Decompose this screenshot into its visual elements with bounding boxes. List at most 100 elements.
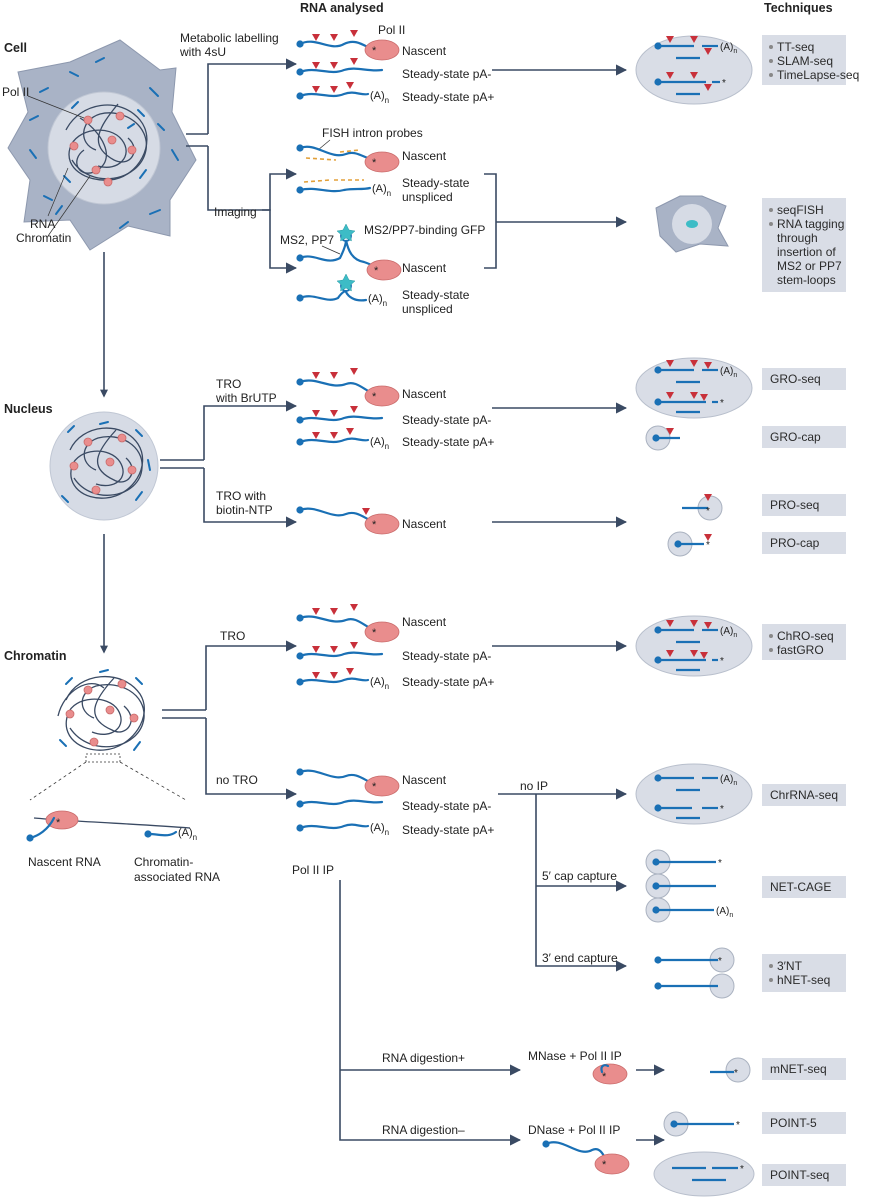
tech-rna-tagging-4: MS2 or PP7 bbox=[777, 259, 842, 273]
svg-text:*: * bbox=[736, 1120, 740, 1131]
imaging-label: Imaging bbox=[214, 205, 257, 219]
label-chromatin: Chromatin bbox=[4, 649, 67, 663]
no-tro-rna-group: * (A)n bbox=[296, 768, 400, 837]
chrtro-ss-pa-plus: Steady-state pA+ bbox=[402, 675, 494, 689]
tech-seqfish: seqFISH bbox=[777, 203, 824, 217]
tro-biotin-label-1: TRO with bbox=[216, 489, 266, 503]
metabolic-pol2-label: Pol II bbox=[378, 23, 405, 37]
tech-3nt: 3′NT bbox=[777, 959, 803, 973]
cap5-label: 5′ cap capture bbox=[542, 869, 617, 883]
tro-biotin-label-2: biotin-NTP bbox=[216, 503, 273, 517]
mnase-pol2: * bbox=[592, 1063, 628, 1085]
svg-text:(A)n: (A)n bbox=[720, 366, 737, 379]
label-cell: Cell bbox=[4, 41, 27, 55]
header-rna-analysed: RNA analysed bbox=[300, 1, 384, 15]
dnase-label: DNase + Pol II IP bbox=[528, 1123, 620, 1137]
tro-brutp-rna-group: * (A)n bbox=[296, 368, 400, 451]
notro-nascent: Nascent bbox=[402, 773, 447, 787]
tro-brutp-label-1: TRO bbox=[216, 377, 241, 391]
tech-pro-cap: PRO-cap bbox=[770, 536, 820, 550]
chromatin-polya: (A)n bbox=[178, 827, 197, 842]
gro-seq-ellipse: (A)n * bbox=[635, 357, 753, 419]
imaging-cell-icon bbox=[655, 195, 729, 253]
label-nucleus: Nucleus bbox=[4, 402, 53, 416]
chromatin-illustration: * bbox=[26, 669, 191, 842]
tech-point-seq: POINT-seq bbox=[770, 1168, 829, 1182]
fish-probes-label: FISH intron probes bbox=[322, 126, 423, 140]
metabolic-rna-group: * (A)n bbox=[296, 30, 400, 105]
svg-text:*: * bbox=[372, 391, 377, 403]
pro-seq-bead: * bbox=[682, 494, 723, 521]
point-seq-box bbox=[762, 1164, 846, 1186]
tech-pro-seq: PRO-seq bbox=[770, 498, 819, 512]
pro-seq-box bbox=[762, 494, 846, 516]
tro-label: TRO bbox=[220, 629, 245, 643]
metabolic-ss-pa-plus: Steady-state pA+ bbox=[402, 90, 494, 104]
ms2-pp7-label: MS2, PP7 bbox=[280, 233, 334, 247]
brutp-ss-pa-plus: Steady-state pA+ bbox=[402, 435, 494, 449]
svg-text:*: * bbox=[720, 656, 724, 667]
tech-rna-tagging-2: through bbox=[777, 231, 818, 245]
point5-bead: * bbox=[663, 1111, 740, 1137]
metabolic-tech-box bbox=[762, 35, 846, 85]
end3-label: 3′ end capture bbox=[542, 951, 618, 965]
svg-text:*: * bbox=[706, 540, 710, 551]
pro-cap-box bbox=[762, 532, 846, 554]
chrrna-seq-box bbox=[762, 784, 846, 806]
svg-text:*: * bbox=[372, 627, 377, 639]
cap5-beads: * (A)n bbox=[645, 849, 733, 923]
tech-chro-seq: ChRO-seq bbox=[777, 629, 834, 643]
notro-ss-pa-plus: Steady-state pA+ bbox=[402, 823, 494, 837]
mnet-bead: * bbox=[710, 1057, 751, 1083]
chrtro-ss-pa-minus: Steady-state pA- bbox=[402, 649, 491, 663]
svg-text:(A)n: (A)n bbox=[720, 42, 737, 55]
header-techniques: Techniques bbox=[764, 1, 833, 15]
mnet-seq-box bbox=[762, 1058, 846, 1080]
cell-pol2-label: Pol II bbox=[2, 85, 29, 99]
pol2-ip-label: Pol II IP bbox=[292, 863, 334, 877]
imaging-nascent-1: Nascent bbox=[402, 149, 447, 163]
tech-tt-seq: TT-seq bbox=[777, 40, 814, 54]
tech-rna-tagging-3: insertion of bbox=[777, 245, 836, 259]
net-cage-box bbox=[762, 876, 846, 898]
tech-rna-tagging-5: stem-loops bbox=[777, 273, 836, 287]
svg-text:*: * bbox=[720, 804, 724, 815]
tech-timelapse-seq: TimeLapse-seq bbox=[777, 68, 859, 82]
svg-text:*: * bbox=[602, 1071, 607, 1083]
svg-text:*: * bbox=[372, 157, 377, 169]
tech-slam-seq: SLAM-seq bbox=[777, 54, 833, 68]
svg-text:*: * bbox=[372, 45, 377, 57]
svg-text:(A)n: (A)n bbox=[372, 183, 391, 198]
svg-text:*: * bbox=[718, 956, 722, 967]
tro-brutp-label-2: with BrUTP bbox=[215, 391, 277, 405]
tech-mnet-seq: mNET-seq bbox=[770, 1062, 827, 1076]
end3-beads: * bbox=[654, 947, 735, 999]
chromatin-tro-rna-group: * (A)n bbox=[296, 604, 400, 691]
imaging-ss-2: Steady-state bbox=[402, 288, 470, 302]
tech-gro-cap: GRO-cap bbox=[770, 430, 821, 444]
tech-hnet-seq: hNET-seq bbox=[777, 973, 830, 987]
dnase-pol2: * bbox=[542, 1140, 630, 1175]
svg-text:(A)n: (A)n bbox=[716, 906, 733, 919]
svg-text:*: * bbox=[722, 78, 726, 89]
digest-plus-label: RNA digestion+ bbox=[382, 1051, 465, 1065]
chrtro-nascent: Nascent bbox=[402, 615, 447, 629]
tech-chrrna-seq: ChrRNA-seq bbox=[770, 788, 838, 802]
metabolic-label-1: Metabolic labelling bbox=[180, 31, 279, 45]
no-ip-label: no IP bbox=[520, 779, 548, 793]
imaging-nascent-2: Nascent bbox=[402, 261, 447, 275]
imaging-unspliced-1: unspliced bbox=[402, 190, 453, 204]
imaging-ss-1: Steady-state bbox=[402, 176, 470, 190]
tech-fastgro: fastGRO bbox=[777, 643, 824, 657]
nucleus-illustration bbox=[49, 411, 159, 521]
end3-tech-box bbox=[762, 954, 846, 992]
svg-text:(A)n: (A)n bbox=[370, 90, 389, 105]
svg-text:*: * bbox=[374, 265, 379, 277]
brutp-ss-pa-minus: Steady-state pA- bbox=[402, 413, 491, 427]
chrtro-tech-box bbox=[762, 624, 846, 660]
gro-cap-box bbox=[762, 426, 846, 448]
svg-text:*: * bbox=[740, 1164, 744, 1175]
chromatin-assoc-label-2: associated RNA bbox=[134, 870, 220, 884]
svg-text:(A)n: (A)n bbox=[370, 676, 389, 691]
